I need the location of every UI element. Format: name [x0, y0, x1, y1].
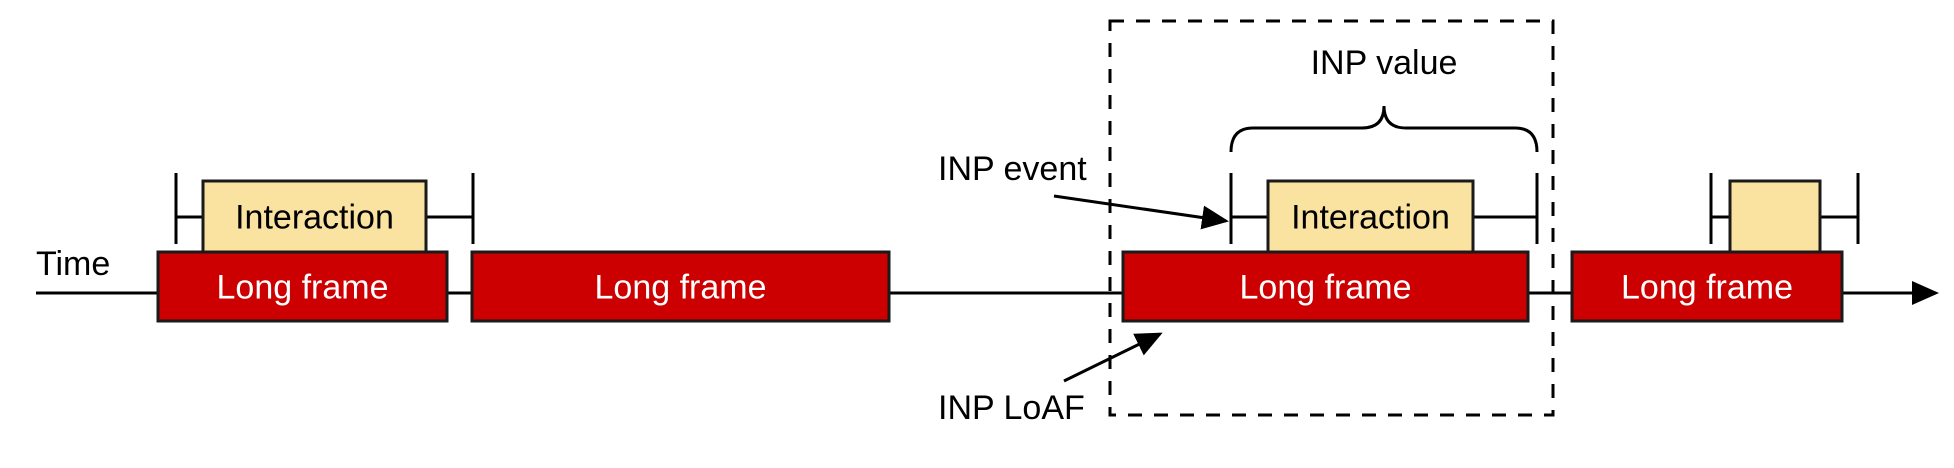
inp-loaf-arrow-icon: [1063, 332, 1163, 383]
long-frame-box[interactable]: [1121, 250, 1530, 323]
long-frame-box[interactable]: [470, 250, 891, 323]
inp-value-brace-group: INP value: [1229, 44, 1539, 153]
inp-event-annotation: INP event: [938, 150, 1229, 230]
interaction-whisker: [1229, 173, 1539, 244]
long-frame-box[interactable]: [156, 250, 449, 323]
inp-loaf-annotation: INP LoAF: [938, 332, 1163, 427]
interaction-whisker: [1709, 173, 1860, 244]
inp-loaf-label: INP LoAF: [938, 389, 1085, 427]
long-frame-label: Long frame: [1621, 269, 1793, 307]
interaction-label: Interaction: [1291, 199, 1450, 237]
inp-value-label: INP value: [1311, 44, 1458, 82]
long-frame-box[interactable]: [1570, 250, 1844, 323]
interaction-whisker: [174, 173, 475, 244]
time-axis-label: Time: [36, 245, 110, 283]
long-frame-group: Long frame: [1570, 173, 1860, 323]
long-frame-label: Long frame: [595, 269, 767, 307]
curly-brace-icon: [1229, 105, 1539, 153]
long-frame-label: Long frame: [1240, 269, 1412, 307]
interaction-label: Interaction: [235, 199, 394, 237]
inp-highlight-region: [1108, 19, 1555, 417]
long-frame-group: Long frame: [470, 250, 891, 323]
inp-event-label: INP event: [938, 150, 1087, 188]
interaction-box[interactable]: [1266, 179, 1475, 254]
interaction-box[interactable]: [1728, 179, 1822, 254]
long-frame-label: Long frame: [217, 269, 389, 307]
inp-event-arrow-icon: [1053, 194, 1229, 230]
